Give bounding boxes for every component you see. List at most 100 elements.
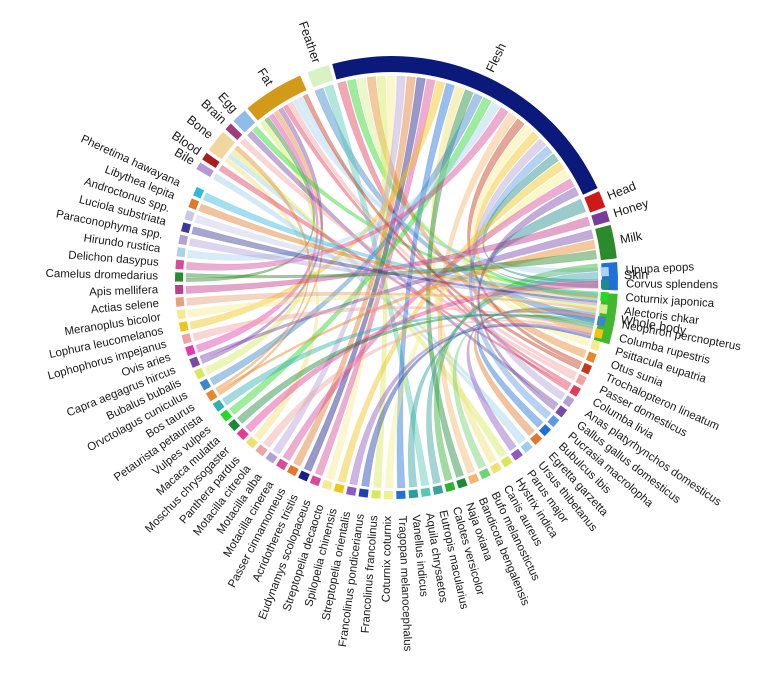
ribbon-egg-to-gallus-gallus-domesticus bbox=[246, 130, 559, 408]
sector-calotes-versicolor bbox=[444, 481, 456, 493]
ribbon-egg-to-coturnix-japonica bbox=[252, 125, 599, 296]
sector-bandicota-bengalensis bbox=[467, 473, 480, 485]
sector-vanellus-indicus bbox=[408, 489, 419, 499]
sector-libythea-lepita bbox=[188, 198, 200, 210]
sector-ursus-thibetanus bbox=[520, 441, 533, 454]
sector-trochalopteron-lineatum bbox=[581, 362, 593, 375]
label-camelus-dromedarius: Camelus dromedarius bbox=[45, 268, 158, 283]
sector-bubulcus-ibis bbox=[538, 424, 552, 437]
sector-egretta-garzetta bbox=[530, 432, 543, 445]
sector-paraconophyma-spp bbox=[178, 234, 189, 246]
sector-naja-oxiana bbox=[456, 477, 468, 489]
sector-actias-selene bbox=[175, 297, 185, 307]
sector-pucrasia-macrolopha bbox=[547, 414, 560, 428]
ribbon-flesh-to-francolinus-francolinus bbox=[373, 75, 389, 489]
label-tragopan-melanocephalus: Tragopan melanocephalus bbox=[396, 516, 414, 652]
ribbon-bone-to-ursus-thibetanus bbox=[227, 153, 527, 442]
ribbon-whole-body-to-paraconophyma-spp bbox=[188, 237, 598, 306]
ribbon-whole-body-to-libythea-lepita bbox=[198, 203, 598, 298]
sector-coturnix-coturnix bbox=[383, 490, 394, 499]
sector-canis-aureus bbox=[489, 462, 502, 474]
ribbon-fat-to-passer-domesticus bbox=[287, 101, 578, 377]
label-flesh: Flesh bbox=[483, 41, 509, 75]
sector-pheretima-hawayana bbox=[193, 186, 205, 199]
sector-milk bbox=[595, 224, 617, 261]
ribbon-flesh-to-otus-sunia bbox=[366, 76, 587, 358]
ribbon-skin-to-eutropis-macularius bbox=[426, 272, 599, 485]
ribbon-whole-body-to-parus-major bbox=[466, 308, 596, 452]
ribbon-whole-body-to-meranoplus-bicolor bbox=[187, 294, 597, 318]
label-corvus-splendens: Corvus splendens bbox=[626, 278, 718, 291]
sector-capra-aegagrus-hircus bbox=[189, 356, 201, 368]
sector-francolinus-francolinus bbox=[371, 490, 381, 499]
sector-lophura-leucomelanos bbox=[178, 321, 189, 332]
sector-head bbox=[584, 191, 606, 213]
sector-meranoplus-bicolor bbox=[176, 309, 187, 320]
sector-feather bbox=[307, 65, 334, 88]
sector-aquila-chrysaetos bbox=[420, 487, 431, 497]
sector-honey bbox=[591, 210, 610, 226]
ribbon-fat-to-capra-aegagrus-hircus bbox=[200, 107, 323, 364]
ribbon-whole-body-to-macaca-mulatta bbox=[236, 313, 595, 424]
sector-bile bbox=[196, 162, 214, 177]
label-coturnix-coturnix: Coturnix coturnix bbox=[381, 516, 394, 603]
sector-streptopelia-decaocto bbox=[321, 479, 333, 491]
sector-orvctolagus-cuniculus bbox=[199, 378, 212, 391]
ribbon-bone-to-hystrix-indica bbox=[230, 149, 507, 458]
sector-passer-cinnamomeus bbox=[286, 464, 299, 477]
sector-corvus-splendens bbox=[600, 279, 610, 289]
ribbon-flesh-to-streptopelia-decaocto bbox=[326, 75, 396, 480]
sector-macaca-mulatta bbox=[228, 418, 241, 432]
ribbon-flesh-to-anas-platyrhynchos-domesticus bbox=[470, 138, 566, 401]
ribbon-blood-to-columba-livia bbox=[218, 164, 571, 389]
label-milk: Milk bbox=[619, 229, 644, 247]
sector-eutropis-macularius bbox=[432, 485, 444, 495]
sector-bos-taurus bbox=[205, 389, 218, 402]
ribbon-milk-to-capra-aegagrus-hircus bbox=[199, 229, 594, 360]
sector-flesh bbox=[332, 55, 598, 195]
ribbon-flesh-to-columba-livia bbox=[337, 80, 569, 391]
sector-hystrix-indica bbox=[500, 455, 513, 468]
sector-camelus-dromedarius bbox=[175, 272, 184, 282]
ribbon-fat-to-trochalopteron-lineatum bbox=[302, 93, 581, 370]
ribbon-feather-to-aquila-chrysaetos bbox=[324, 84, 430, 487]
sector-acridotheres-tristis bbox=[298, 470, 310, 482]
ribbon-flesh-to-coturnix-coturnix bbox=[385, 169, 570, 489]
ribbon-milk-to-camelus-dromedarius bbox=[185, 249, 598, 279]
sector-otus-sunia bbox=[585, 351, 597, 363]
sector-neophron-percnopterus bbox=[596, 316, 607, 327]
ribbon-flesh-to-motacilla-alba bbox=[272, 75, 406, 455]
ribbon-fat-to-upupa-epops bbox=[292, 98, 599, 273]
ribbon-whole-body-to-bubulcus-ibis bbox=[476, 311, 596, 428]
sector-egg bbox=[233, 110, 256, 133]
sector-eudynamys-scolopaceus bbox=[309, 475, 322, 487]
ribbon-flesh-to-eudynamys-scolopaceus bbox=[314, 78, 436, 477]
ribbon-honey-to-apis-mellifera bbox=[185, 216, 591, 294]
sector-apis-mellifera bbox=[175, 284, 184, 295]
sector-bone bbox=[208, 131, 236, 160]
ribbon-flesh-to-naja-oxiana bbox=[426, 89, 474, 478]
ribbon-whole-body-to-francolinus-pondicerianus bbox=[361, 324, 592, 488]
ribbon-milk-to-bos-taurus bbox=[216, 239, 596, 394]
sector-blood bbox=[202, 152, 220, 169]
ribbon-whole-body-to-motacilla-citreola bbox=[262, 319, 593, 448]
sector-anas-platyrhynchos-domesticus bbox=[562, 395, 575, 408]
ribbon-flesh-to-alectoris-chkar bbox=[356, 77, 598, 312]
ribbon-flesh-to-canis-aureus bbox=[430, 85, 497, 464]
ribbon-fat-to-bubalus-bubalis bbox=[204, 120, 317, 375]
ribbon-flesh-to-delichon-dasypus bbox=[186, 106, 509, 271]
label-feather: Feather bbox=[296, 20, 323, 65]
label-head: Head bbox=[605, 179, 638, 203]
sector-columba-livia bbox=[569, 384, 581, 397]
ribbon-whole-body-to-bufo-melanostictus bbox=[452, 306, 597, 470]
ribbon-bone-to-bos-taurus bbox=[215, 145, 311, 391]
ribbon-flesh-to-tragopan-melanocephalus bbox=[396, 82, 455, 489]
sector-panthera-pardus bbox=[245, 436, 258, 449]
label-apis-mellifera: Apis mellifera bbox=[89, 284, 159, 298]
ribbon-whole-body-to-vanellus-indicus bbox=[407, 314, 595, 488]
ribbon-flesh-to-lophura-leucomelanos bbox=[189, 80, 446, 330]
sector-upupa-epops bbox=[600, 266, 609, 277]
sector-androctonus-spp bbox=[184, 210, 195, 222]
ribbon-flesh-to-coturnix-japonica bbox=[346, 78, 598, 301]
